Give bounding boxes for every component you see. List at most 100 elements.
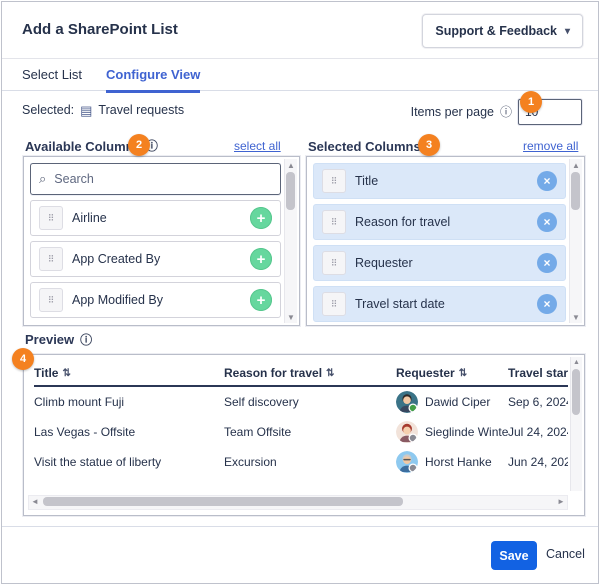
available-columns-list: ⌕ ⠿ Airline + ⠿ App Created By + ⠿ App M…	[30, 163, 281, 323]
requester-name: Dawid Ciper	[425, 395, 491, 409]
add-column-button[interactable]: +	[250, 207, 272, 229]
select-all-link[interactable]: select all	[234, 139, 281, 153]
scroll-down-icon[interactable]: ▼	[287, 312, 295, 322]
selected-columns-title: Selected Columns	[308, 138, 421, 154]
table-row[interactable]: Visit the statue of liberty Excursion Ho…	[34, 447, 568, 477]
info-icon: ⓘ	[80, 332, 93, 347]
column-header-reason[interactable]: Reason for travel ⇅	[224, 366, 396, 380]
cancel-button[interactable]: Cancel	[546, 547, 585, 561]
column-header-title[interactable]: Title ⇅	[34, 366, 224, 380]
available-item-label: App Created By	[72, 252, 161, 266]
cell-title: Visit the statue of liberty	[34, 455, 162, 469]
selected-item-travel-start-date[interactable]: ⠿ Travel start date ×	[313, 286, 566, 322]
scrollbar-thumb[interactable]	[286, 172, 295, 210]
column-header-date[interactable]: Travel start date	[508, 366, 568, 380]
drag-handle-icon[interactable]: ⠿	[322, 210, 346, 234]
selected-label: Selected:	[22, 103, 75, 117]
avatar	[396, 391, 418, 413]
cell-requester: Horst Hanke	[396, 451, 508, 473]
selected-columns-header: Selected Columns	[308, 136, 421, 156]
selected-item-title[interactable]: ⠿ Title ×	[313, 163, 566, 199]
save-button[interactable]: Save	[491, 541, 537, 570]
preview-horizontal-scrollbar[interactable]: ◄ ►	[28, 495, 568, 510]
items-per-page-group: Items per page ⓘ	[411, 99, 582, 125]
available-item-airline[interactable]: ⠿ Airline +	[30, 200, 281, 236]
preview-table: Title ⇅ Reason for travel ⇅ Requester ⇅ …	[34, 361, 568, 477]
selected-item-label: Title	[355, 174, 379, 188]
chevron-down-icon: ▾	[564, 25, 570, 37]
add-column-button[interactable]: +	[250, 248, 272, 270]
selected-scrollbar[interactable]: ▲ ▼	[569, 159, 582, 323]
selected-item-label: Travel start date	[355, 297, 445, 311]
table-row[interactable]: Climb mount Fuji Self discovery Dawid Ci…	[34, 387, 568, 417]
scroll-up-icon[interactable]: ▲	[573, 359, 580, 366]
scrollbar-thumb[interactable]	[571, 172, 580, 210]
available-item-label: Airline	[72, 211, 107, 225]
drag-handle-icon[interactable]: ⠿	[322, 292, 346, 316]
column-header-label: Reason for travel	[224, 366, 323, 380]
cell-date: Sep 6, 2024	[508, 395, 568, 409]
available-item-label: App Modified By	[72, 293, 164, 307]
selected-item-reason-for-travel[interactable]: ⠿ Reason for travel ×	[313, 204, 566, 240]
available-item-app-created-by[interactable]: ⠿ App Created By +	[30, 241, 281, 277]
sort-icon[interactable]: ⇅	[458, 367, 468, 379]
search-input[interactable]	[52, 171, 272, 187]
sort-icon[interactable]: ⇅	[326, 367, 335, 379]
scroll-right-icon[interactable]: ►	[557, 497, 565, 506]
column-header-requester[interactable]: Requester ⇅	[396, 366, 508, 380]
column-header-label: Travel start date	[508, 366, 568, 380]
scroll-left-icon[interactable]: ◄	[31, 497, 39, 506]
available-item-app-modified-by[interactable]: ⠿ App Modified By +	[30, 282, 281, 318]
column-header-label: Requester	[396, 366, 455, 380]
page-title: Add a SharePoint List	[22, 21, 178, 38]
scroll-up-icon[interactable]: ▲	[572, 160, 580, 170]
drag-handle-icon[interactable]: ⠿	[322, 251, 346, 275]
requester-name: Sieglinde Winter	[425, 425, 508, 439]
remove-column-button[interactable]: ×	[537, 253, 557, 273]
preview-table-header: Title ⇅ Reason for travel ⇅ Requester ⇅ …	[34, 361, 568, 387]
available-scrollbar[interactable]: ▲ ▼	[284, 159, 297, 323]
preview-vertical-scrollbar[interactable]: ▲	[570, 357, 582, 491]
add-column-button[interactable]: +	[250, 289, 272, 311]
drag-handle-icon[interactable]: ⠿	[39, 247, 63, 271]
dialog-footer: Save Cancel	[2, 526, 598, 583]
tab-select-list[interactable]: Select List	[22, 67, 82, 82]
scroll-down-icon[interactable]: ▼	[572, 312, 580, 322]
remove-all-link[interactable]: remove all	[523, 139, 579, 153]
support-feedback-label: Support & Feedback	[435, 24, 557, 38]
requester-name: Horst Hanke	[425, 455, 492, 469]
cell-date: Jun 24, 2024	[508, 455, 568, 469]
drag-handle-icon[interactable]: ⠿	[39, 288, 63, 312]
drag-handle-icon[interactable]: ⠿	[39, 206, 63, 230]
selected-list: Selected: ▤ Travel requests	[22, 103, 184, 117]
avatar	[396, 451, 418, 473]
cell-reason: Team Offsite	[224, 425, 292, 439]
remove-column-button[interactable]: ×	[537, 294, 557, 314]
cell-title: Climb mount Fuji	[34, 395, 125, 409]
cell-title: Las Vegas - Offsite	[34, 425, 136, 439]
avatar	[396, 421, 418, 443]
selected-item-label: Requester	[355, 256, 413, 270]
selected-list-name: Travel requests	[98, 103, 185, 117]
cell-requester: Dawid Ciper	[396, 391, 508, 413]
column-header-label: Title	[34, 366, 59, 380]
scrollbar-thumb[interactable]	[572, 369, 580, 415]
column-search: ⌕	[30, 163, 281, 195]
remove-column-button[interactable]: ×	[537, 171, 557, 191]
step-badge-3: 3	[418, 134, 440, 156]
available-columns-title: Available Columns	[25, 138, 141, 154]
table-row[interactable]: Las Vegas - Offsite Team Offsite Sieglin…	[34, 417, 568, 447]
drag-handle-icon[interactable]: ⠿	[322, 169, 346, 193]
preview-title: Preview	[25, 332, 75, 347]
remove-column-button[interactable]: ×	[537, 212, 557, 232]
sort-icon[interactable]: ⇅	[62, 367, 71, 379]
items-per-page-label: Items per page	[410, 105, 494, 119]
selected-item-requester[interactable]: ⠿ Requester ×	[313, 245, 566, 281]
dialog-header: Add a SharePoint List Support & Feedback…	[2, 2, 598, 59]
scroll-up-icon[interactable]: ▲	[287, 160, 295, 170]
support-feedback-button[interactable]: Support & Feedback ▾	[422, 14, 583, 48]
list-summary-row: Selected: ▤ Travel requests Items per pa…	[2, 99, 598, 127]
scrollbar-thumb[interactable]	[43, 497, 403, 506]
tab-configure-view[interactable]: Configure View	[105, 59, 201, 93]
